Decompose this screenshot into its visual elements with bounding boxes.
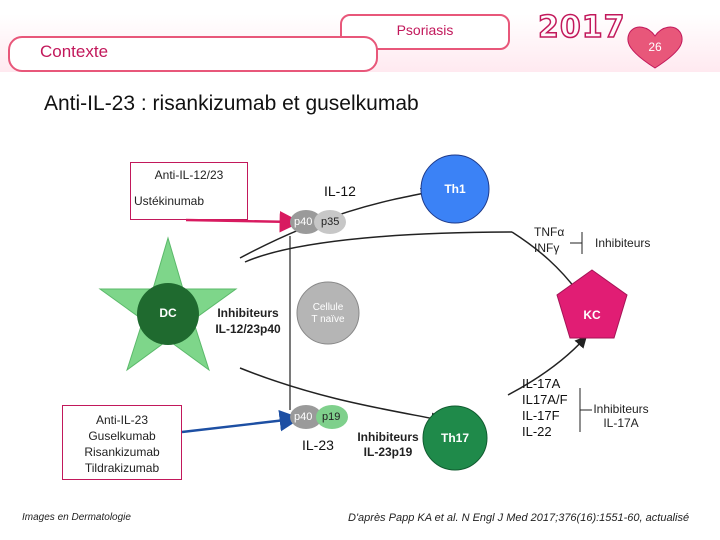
p19-subunit	[316, 405, 348, 429]
dc-cell-core	[137, 283, 199, 345]
anti-il-23-title: Anti-IL-23	[95, 413, 149, 427]
th1-inhibitors-label: Inhibiteurs	[595, 236, 651, 250]
inhibitors-p40-line1: Inhibiteurs	[217, 306, 279, 320]
footer-source-left: Images en Dermatologie	[22, 512, 131, 523]
risankizumab-label: Risankizumab	[84, 445, 160, 459]
il-17a-inhibitors-line2: IL-17A	[603, 416, 639, 430]
th1-label: Th1	[444, 182, 466, 196]
anti-il-12-23-box	[130, 162, 248, 220]
section-tab	[8, 36, 378, 72]
naive-cell-line2: T naïve	[311, 314, 345, 325]
anti-il-23-arrow	[181, 409, 302, 434]
ustekinumab-arrow	[185, 210, 302, 233]
kc-label: KC	[583, 308, 601, 322]
il-17f-label: IL-17F	[522, 408, 560, 423]
il-17a-label: IL-17A	[522, 376, 561, 391]
tnf-alpha-label: TNFα	[534, 225, 565, 239]
anti-il-23-box	[62, 405, 182, 480]
il-22-label: IL-22	[522, 424, 552, 439]
topic-label: Psoriasis	[396, 22, 454, 38]
footer-citation: D'après Papp KA et al. N Engl J Med 2017…	[348, 512, 690, 524]
tildrakizumab-label: Tildrakizumab	[84, 461, 160, 475]
p40-label-bottom: p40	[294, 411, 313, 423]
section-label: Contexte	[40, 42, 109, 61]
ustekinumab-label: Ustékinumab	[134, 194, 205, 208]
year-label: 2017	[537, 9, 626, 46]
il-17a-inhibitors-line1: Inhibiteurs	[593, 402, 649, 416]
il-23-label: IL-23	[302, 437, 334, 453]
p19-label: p19	[322, 411, 341, 423]
dc-label: DC	[159, 306, 177, 320]
il-12-label: IL-12	[324, 183, 356, 199]
p35-label: p35	[321, 216, 340, 228]
kc-cell	[556, 269, 628, 339]
guselkumab-label: Guselkumab	[88, 429, 156, 443]
ifn-gamma-label: INFγ	[534, 241, 560, 255]
heart-icon	[627, 26, 683, 69]
inhibitors-p19-line2: IL-23p19	[363, 445, 413, 459]
il-17af-label: IL17A/F	[522, 392, 568, 407]
inhibitors-p40-line2: IL-12/23p40	[215, 322, 281, 336]
p35-subunit	[314, 210, 346, 234]
slide-title: Anti-IL-23 : risankizumab et guselkumab	[44, 92, 419, 115]
p40-label-top: p40	[294, 216, 313, 228]
p40-subunit-top	[290, 210, 322, 234]
th17-cell	[422, 405, 488, 471]
inhibitors-p19-line1: Inhibiteurs	[357, 430, 419, 444]
th1-cell	[420, 154, 490, 224]
page-number: 26	[648, 40, 662, 54]
p40-subunit-bottom	[290, 405, 322, 429]
anti-il-12-23-title: Anti-IL-12/23	[154, 168, 224, 182]
naive-cell-line1: Cellule	[312, 302, 344, 313]
th17-label: Th17	[440, 431, 469, 445]
naive-t-cell	[296, 281, 360, 345]
